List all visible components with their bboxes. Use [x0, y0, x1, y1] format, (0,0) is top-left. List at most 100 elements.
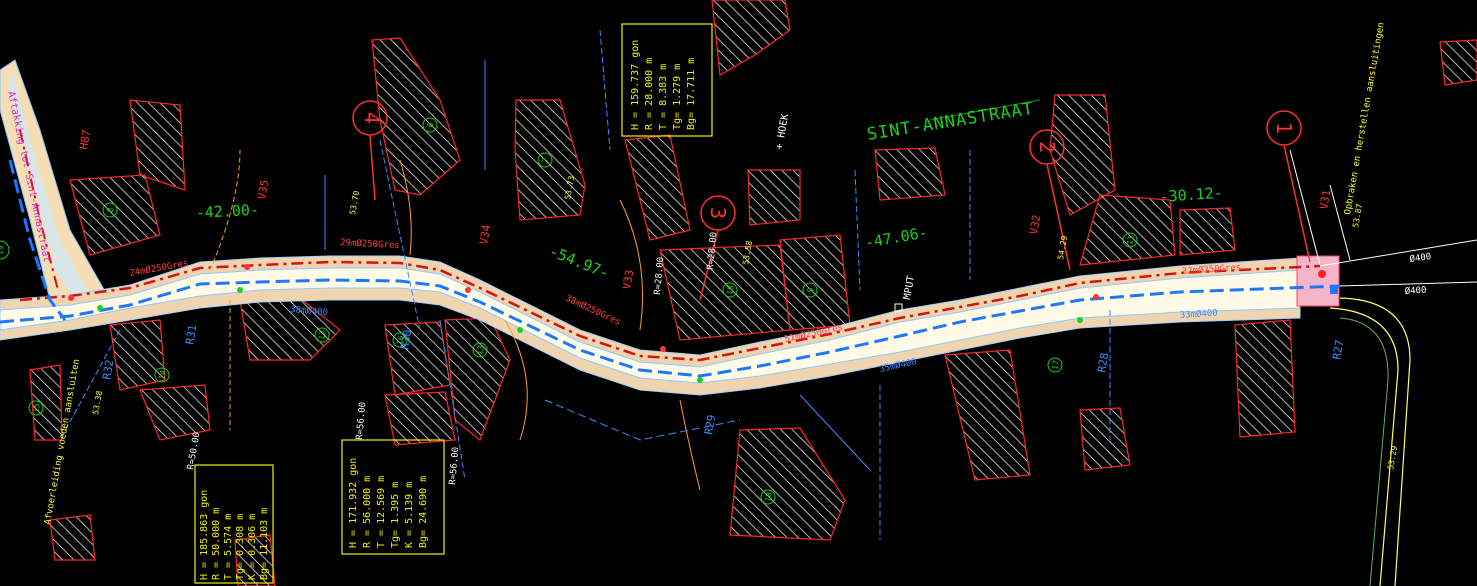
- plot-number: 11: [1125, 234, 1136, 245]
- chamber-label: R27: [1330, 339, 1346, 361]
- sewer-line-blue: [0, 278, 1341, 378]
- svg-text:H = 159.737 gon: H = 159.737 gon: [630, 40, 641, 130]
- curve-table-1: H = 159.737 gon R = 28.000 m T = 8.383 m…: [621, 23, 713, 137]
- radius-label: R=28.00: [653, 257, 666, 296]
- svg-text:T = 8.383 m: T = 8.383 m: [658, 64, 669, 130]
- svg-text:R = 56.000 m: R = 56.000 m: [362, 476, 373, 548]
- chamber-label: R30: [398, 329, 414, 351]
- building: [1049, 94, 1116, 216]
- building: [139, 384, 211, 441]
- building: [29, 364, 63, 441]
- level-badge: 53.58: [741, 240, 754, 265]
- road-layer: [0, 59, 1340, 396]
- plot-number: 16: [395, 334, 406, 345]
- building: [1179, 207, 1236, 256]
- building: [1079, 194, 1176, 266]
- plot-number: 8: [106, 207, 116, 213]
- curve-table-2: H = 171.932 gon R = 56.000 m T = 12.569 …: [341, 439, 445, 555]
- curve-table-3: H = 185.863 gon R = 50.000 m T = 5.574 m…: [194, 464, 274, 584]
- buildings-layer: [29, 0, 1477, 586]
- building: [384, 321, 451, 396]
- level-badges: 53.87 53.70 53.38 54.29 53.58 53.73 53.2…: [91, 175, 1399, 470]
- building: [1439, 39, 1477, 86]
- level-badge: 54.29: [1056, 235, 1069, 260]
- section-markers: [352, 100, 1311, 301]
- building: [1079, 407, 1131, 471]
- plot-number: 13: [475, 344, 486, 355]
- radius-label: R=56.00: [448, 447, 461, 486]
- right-connection: [1319, 239, 1477, 267]
- svg-text:H = 171.932 gon: H = 171.932 gon: [348, 458, 359, 548]
- node-markers: [68, 264, 1338, 383]
- chamber-label: V33: [620, 269, 636, 291]
- manhole-label: MPUT: [902, 275, 917, 301]
- plot-number: 6: [426, 122, 436, 128]
- chamber-label: R28: [1095, 352, 1111, 374]
- building: [711, 0, 791, 76]
- building: [109, 319, 166, 391]
- plot-number: 15: [31, 402, 42, 413]
- pipe-label: Ø400: [1404, 285, 1426, 297]
- pipe-label: 32mØ250Gres: [1181, 262, 1241, 277]
- svg-text:K = 5.139 m: K = 5.139 m: [404, 482, 415, 548]
- chamber-label: V35: [255, 179, 271, 201]
- building: [49, 514, 96, 561]
- right-curve-2: [1329, 307, 1399, 586]
- chamber-labels-blue: R32 R31 R30 R29 R28 R27: [100, 324, 1346, 436]
- sewer-line-red: [19, 260, 1321, 362]
- building: [1234, 319, 1296, 438]
- plot-number: 14: [157, 369, 168, 380]
- svg-text:Bg= 17.711 m: Bg= 17.711 m: [686, 58, 697, 130]
- dimension-label: -42.00-: [195, 201, 259, 222]
- level-badge: 53.87: [1351, 203, 1364, 228]
- radius-label: R=56.00: [355, 402, 368, 441]
- building: [729, 427, 846, 541]
- chamber-labels: V35 V34 V33 V32 V31 H87: [77, 129, 1333, 291]
- right-curve-3: [1339, 317, 1389, 586]
- svg-text:H = 185.863 gon: H = 185.863 gon: [199, 490, 210, 580]
- section-number-4: 4: [360, 112, 384, 124]
- plot-number: 19: [0, 244, 6, 255]
- building: [129, 99, 186, 191]
- level-badge: 53.70: [348, 190, 361, 215]
- building: [944, 349, 1031, 481]
- svg-text:T = 12.569 m: T = 12.569 m: [376, 476, 387, 548]
- building: [624, 134, 691, 241]
- building: [747, 169, 801, 226]
- right-connection-2: [1339, 281, 1477, 287]
- section-numbers: 4 3 2 1: [360, 112, 1296, 219]
- plot-number: 7: [541, 157, 551, 163]
- chamber-label: V31: [1317, 189, 1333, 211]
- radius-label: R=28.00: [706, 232, 719, 271]
- sewer-line-blue-vertical: [8, 159, 67, 321]
- pipe-label: Ø400: [1409, 251, 1432, 265]
- sewer-lines: [0, 129, 1477, 586]
- chamber-label: H87: [77, 129, 93, 151]
- svg-text:R = 28.000 m: R = 28.000 m: [644, 58, 655, 130]
- building: [371, 37, 461, 196]
- building: [779, 234, 851, 331]
- building: [384, 391, 456, 446]
- svg-text:Tg= 1.395 m: Tg= 1.395 m: [390, 482, 401, 548]
- chamber-label: R29: [702, 414, 718, 436]
- level-badge: 53.73: [563, 175, 576, 200]
- section-number-2: 2: [1035, 141, 1059, 153]
- chamber-label: V32: [1027, 214, 1043, 236]
- plot-number: 17: [1050, 359, 1061, 370]
- svg-text:K = 0.306 m: K = 0.306 m: [247, 514, 258, 580]
- svg-text:R = 50.000 m: R = 50.000 m: [211, 508, 222, 580]
- building: [874, 147, 946, 201]
- section-number-3: 3: [706, 207, 730, 219]
- chamber-label: V34: [477, 223, 493, 245]
- plot-number: 18: [763, 491, 774, 502]
- svg-text:Tg= 0.308 m: Tg= 0.308 m: [235, 514, 246, 580]
- svg-text:Bg= 24.690 m: Bg= 24.690 m: [418, 476, 429, 548]
- pipe-label: 29mØ250Gres: [340, 237, 400, 251]
- pipe-label: 33mØ400: [1179, 307, 1218, 321]
- level-badge: 53.38: [91, 390, 104, 415]
- chamber-label: R32: [100, 359, 116, 381]
- pipe-label: 38mØ400: [290, 304, 329, 318]
- building: [234, 534, 276, 586]
- building: [514, 99, 586, 221]
